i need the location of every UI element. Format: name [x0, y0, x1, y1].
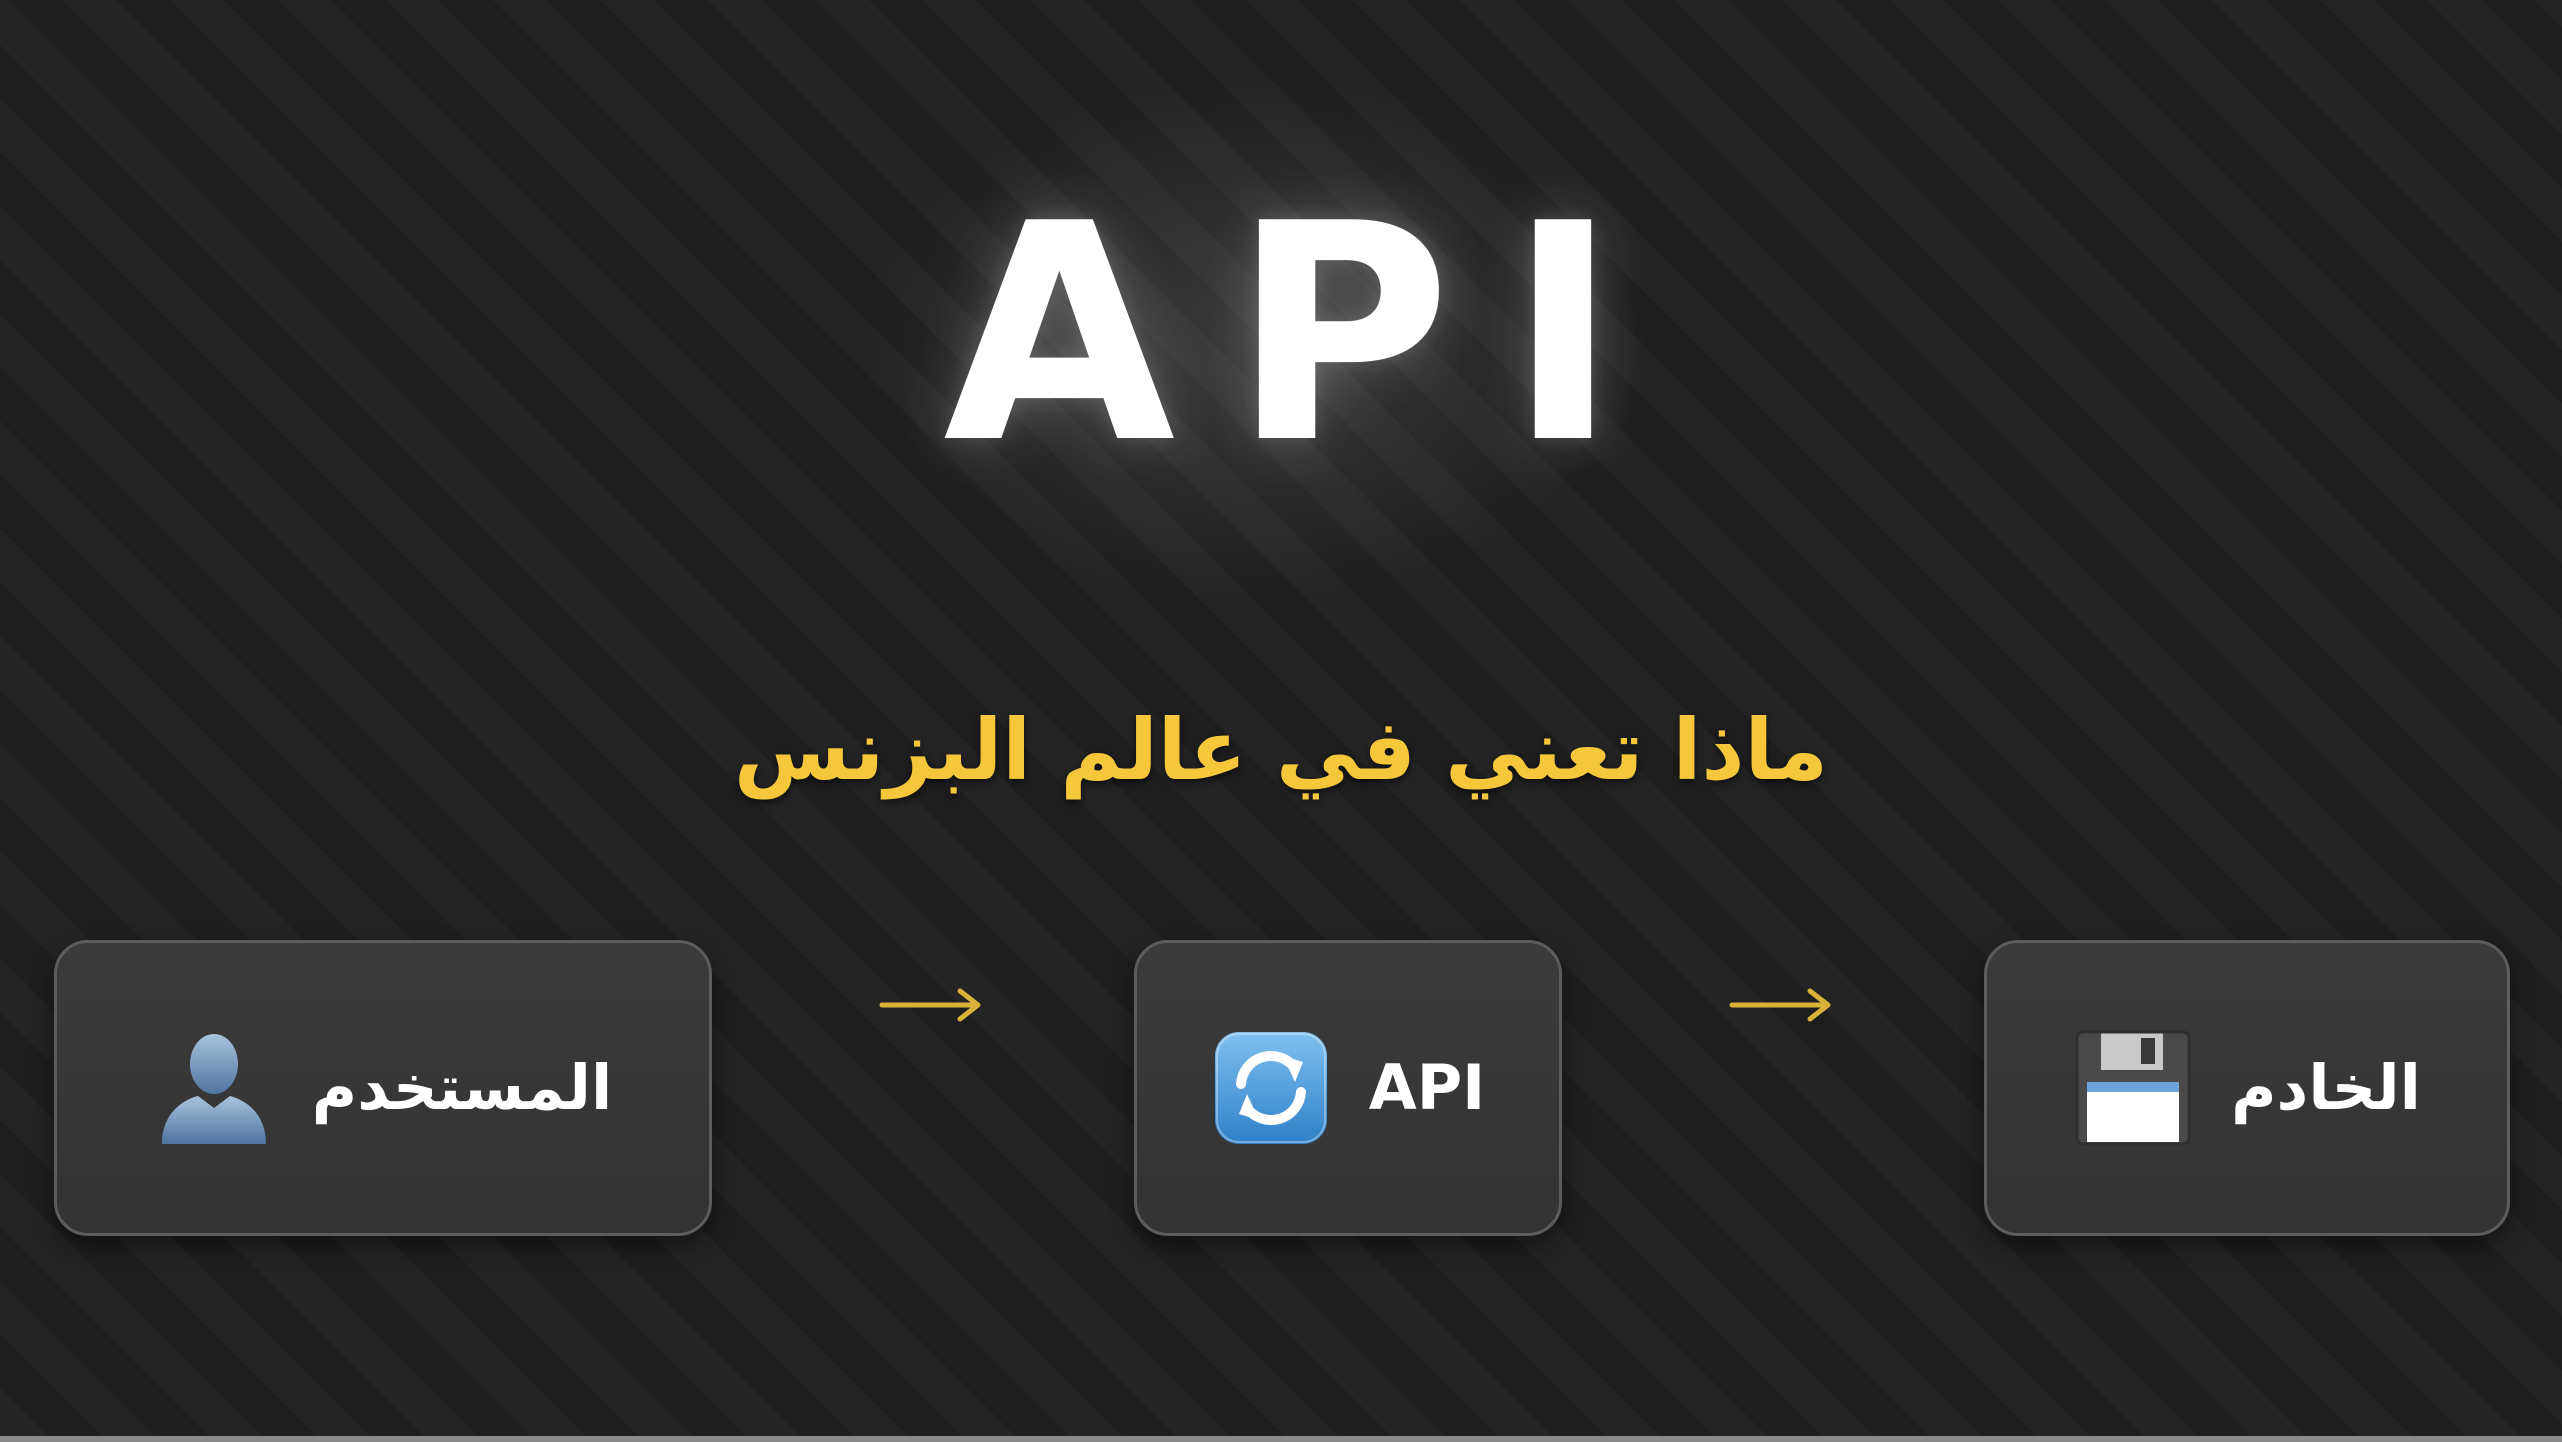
floppy-disk-icon [2075, 1030, 2191, 1146]
user-card: المستخدم [54, 940, 712, 1236]
arrow-right-icon [1729, 988, 1831, 1022]
bottom-divider [0, 1436, 2562, 1442]
slide-title: API [943, 160, 1675, 509]
refresh-arrows-icon [1214, 1032, 1327, 1144]
user-silhouette-icon [161, 1034, 266, 1144]
api-label: API [1368, 1051, 1486, 1124]
api-card: API [1134, 940, 1562, 1236]
arrow-right-icon [879, 988, 981, 1022]
user-label: المستخدم [311, 1051, 613, 1124]
server-card: الخادم [1984, 940, 2510, 1236]
server-label: الخادم [2231, 1051, 2421, 1124]
slide-subtitle: ماذا تعني في عالم البزنس [733, 701, 1829, 799]
